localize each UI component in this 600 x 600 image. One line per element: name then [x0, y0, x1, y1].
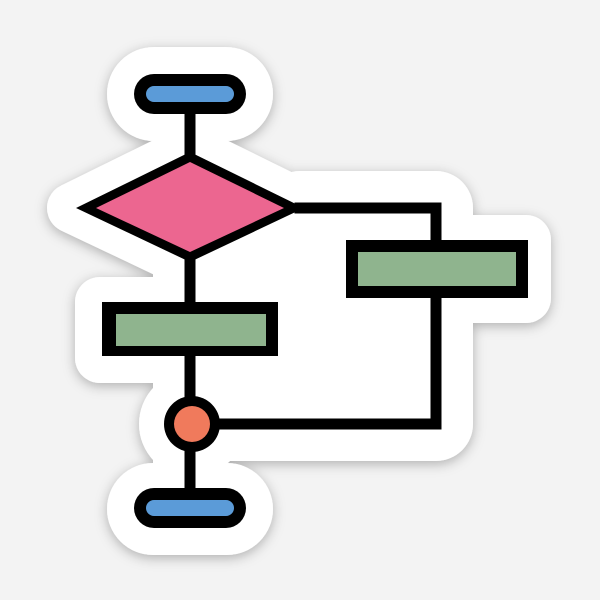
- merge-connector-fill: [174, 406, 210, 442]
- line-branch-loop: [212, 202, 442, 430]
- sticker-border: [47, 47, 551, 555]
- decision-diamond-fill: [96, 162, 284, 252]
- process-box-left-fill: [116, 314, 266, 346]
- process-box-right-fill: [358, 252, 516, 286]
- start-terminal-fill: [146, 86, 234, 102]
- end-terminal-fill: [146, 500, 234, 516]
